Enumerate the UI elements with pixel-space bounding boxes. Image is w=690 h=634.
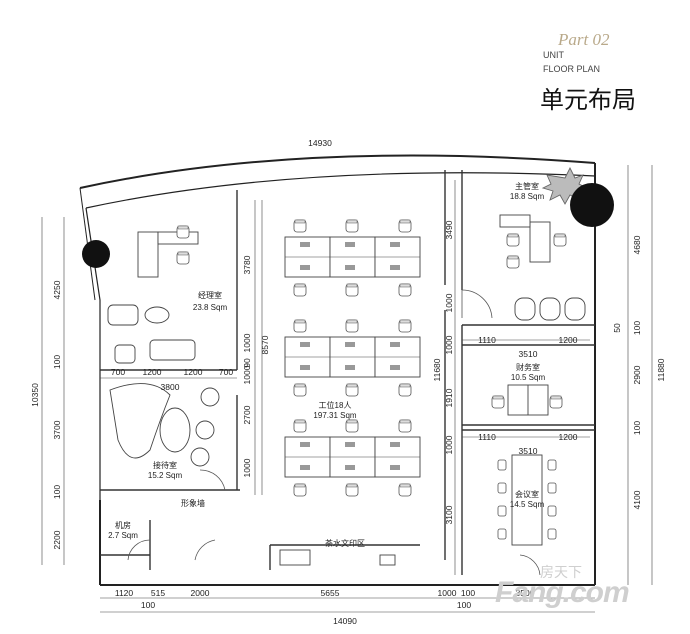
unit-label: UNIT — [543, 50, 564, 60]
dim-col-b: 1000 — [444, 335, 454, 354]
dim-col-a: 3780 — [242, 255, 252, 274]
dim-bottom-small: 100 — [457, 600, 471, 610]
dim-bottom-seg: 1000 — [438, 588, 457, 598]
dim-col-a: 2700 — [242, 405, 252, 424]
dim-finance: 1200 — [559, 335, 578, 345]
dim-bottom-seg: 1120 — [115, 588, 134, 598]
reception-room-name: 接待室 — [153, 460, 177, 470]
dim-col-b: 1000 — [444, 435, 454, 454]
dim-left-total: 10350 — [30, 383, 40, 407]
dim-col-a: 1000 — [242, 458, 252, 477]
supervisor-room-area: 18.8 Sqm — [510, 192, 545, 201]
dim-small-50: 50 — [612, 323, 622, 333]
meeting-furniture — [497, 454, 557, 546]
dim-col-a: 1000 — [242, 365, 252, 384]
dim-col-b: 3490 — [444, 220, 454, 239]
dim-col-a: 8570 — [260, 335, 270, 354]
tea-print-label: 茶水文印区 — [325, 538, 365, 548]
dim-left-seg: 3700 — [52, 420, 62, 439]
reception-room-area: 15.2 Sqm — [148, 471, 183, 480]
server-room-name: 机房 — [115, 520, 131, 530]
dim-finance-total: 3510 — [519, 349, 538, 359]
meeting-room-name: 会议室 — [515, 489, 539, 499]
interior-walls — [100, 170, 595, 575]
dim-bottom-total: 14090 — [333, 616, 357, 626]
dim-small-90: 90 — [242, 358, 252, 368]
outer-walls — [79, 154, 596, 586]
dim-bottom-seg: 515 — [151, 588, 165, 598]
dim-reception-total: 3800 — [161, 382, 180, 392]
reception-furniture — [109, 383, 220, 467]
manager-furniture — [107, 225, 199, 364]
dim-bottom-seg: 3500 — [516, 588, 535, 598]
finance-furniture — [491, 297, 586, 416]
structural-column — [82, 240, 110, 268]
dim-right-seg: 100 — [632, 421, 642, 435]
server-room-area: 2.7 Sqm — [108, 531, 138, 540]
dim-right-seg: 4680 — [632, 235, 642, 254]
dim-col-b: 1910 — [444, 388, 454, 407]
dim-right-seg: 4100 — [632, 490, 642, 509]
floor-plan-label: FLOOR PLAN — [543, 64, 601, 74]
dim-right-seg: 100 — [632, 321, 642, 335]
dim-meeting: 1200 — [559, 432, 578, 442]
dim-right-total: 11880 — [656, 358, 666, 381]
dim-left-seg: 2200 — [52, 530, 62, 549]
plan-title: 单元布局 — [540, 87, 636, 114]
dim-bottom-small: 100 — [141, 600, 155, 610]
manager-room-area: 23.8 Sqm — [193, 303, 228, 312]
dim-bottom-small: 100 — [461, 588, 475, 598]
dim-reception: 700 — [219, 367, 233, 377]
supervisor-room-name: 主管室 — [515, 181, 539, 191]
watermark-cn: 房天下 — [540, 564, 582, 580]
tea-counter — [279, 549, 396, 566]
dim-col-b: 1000 — [444, 293, 454, 312]
workstation-name: 工位18人 — [319, 400, 352, 410]
dim-top: 14930 — [308, 138, 332, 148]
watermark-brand: Fang.com — [495, 576, 630, 609]
room-labels: 经理室 23.8 Sqm 主管室 18.8 Sqm 财务室 10.5 Sqm 工… — [108, 181, 545, 548]
manager-room-name: 经理室 — [198, 290, 222, 300]
dim-col-a: 1000 — [242, 333, 252, 352]
dimension-lines — [41, 165, 653, 613]
dim-reception: 700 — [111, 367, 125, 377]
dim-left-seg: 100 — [52, 355, 62, 369]
dim-meeting: 1110 — [478, 432, 496, 442]
workstation-area: 197.31 Sqm — [313, 411, 356, 420]
dim-reception: 1200 — [184, 367, 203, 377]
dim-bottom-seg: 5655 — [321, 588, 340, 598]
dim-reception: 1200 — [143, 367, 162, 377]
dim-left-seg: 100 — [52, 485, 62, 499]
image-wall-label: 形象墙 — [181, 498, 205, 508]
dim-meeting-total: 3510 — [519, 446, 538, 456]
finance-room-name: 财务室 — [516, 362, 540, 372]
dim-right-seg: 2900 — [632, 365, 642, 384]
meeting-room-area: 14.5 Sqm — [510, 500, 545, 509]
structural-column — [570, 183, 614, 227]
workstation-desks — [284, 219, 421, 497]
door-swings — [127, 289, 541, 576]
dim-finance: 1110 — [478, 335, 496, 345]
dim-col-b: 3100 — [444, 505, 454, 524]
dim-left-seg: 4250 — [52, 280, 62, 299]
part-number: Part 02 — [558, 30, 610, 49]
dim-col-b: 11680 — [432, 358, 442, 381]
supervisor-furniture — [499, 166, 589, 269]
dim-bottom-seg: 2000 — [191, 588, 210, 598]
dimension-labels: 14930 14090 1120 515 2000 5655 1000 3500… — [30, 138, 666, 626]
finance-room-area: 10.5 Sqm — [511, 373, 546, 382]
